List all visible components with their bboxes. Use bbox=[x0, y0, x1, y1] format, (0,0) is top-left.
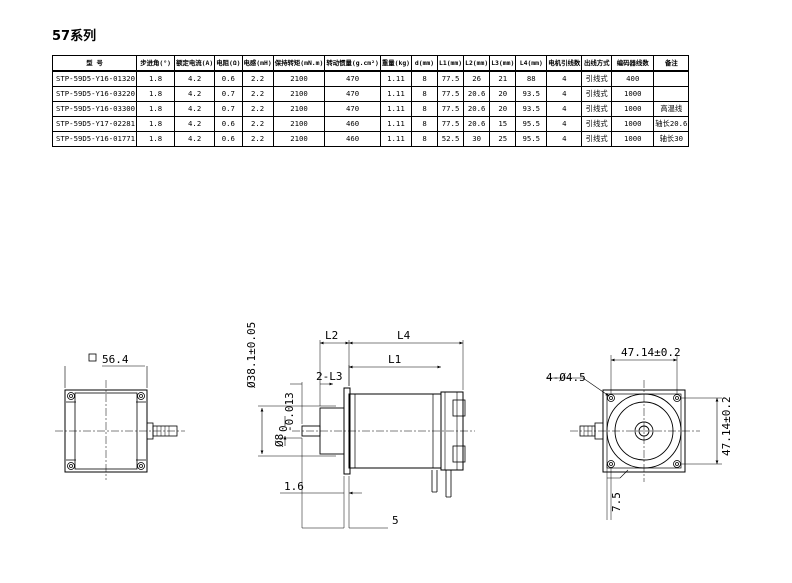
dim-l1: L1 bbox=[388, 353, 401, 366]
table-cell: 95.5 bbox=[515, 116, 548, 132]
motor-cables bbox=[431, 470, 452, 498]
dim-hole-spacing-v: 47.14±0.2 bbox=[720, 396, 733, 456]
table-cell: 1.11 bbox=[379, 131, 413, 147]
table-cell: 52.5 bbox=[437, 131, 465, 147]
dim-shaft-tol-upper: 0 bbox=[277, 425, 290, 432]
dim-l2: L2 bbox=[325, 329, 338, 342]
dim-square-56-4: 56.4 bbox=[102, 353, 129, 366]
spec-table: 型 号 步进角(°) 额定电流(A) 电阻(Ω) 电感(mH) 保持转矩(mN.… bbox=[51, 55, 690, 147]
series-title: 57系列 bbox=[52, 29, 97, 44]
dim-hole-spacing-h: 47.14±0.2 bbox=[621, 346, 681, 359]
corner-holes bbox=[66, 392, 146, 470]
table-cell: 0.6 bbox=[214, 70, 243, 87]
table-cell: 15 bbox=[489, 116, 517, 132]
table-cell: 2100 bbox=[272, 131, 326, 147]
square-symbol bbox=[88, 353, 97, 362]
dim-five: 5 bbox=[392, 514, 399, 527]
side-view bbox=[258, 340, 475, 529]
dim-l4: L4 bbox=[397, 329, 411, 342]
table-cell-model: STP-59D5-Y16-01771 bbox=[51, 131, 138, 147]
table-cell: 高温线 bbox=[653, 101, 690, 117]
table-cell: 2.2 bbox=[241, 131, 274, 147]
rear-tab-bottom bbox=[452, 445, 466, 463]
motor-body-square bbox=[64, 389, 148, 473]
dim-seven: 7.5 bbox=[610, 492, 623, 512]
leader-holes bbox=[546, 377, 610, 397]
col-header: 型 号 bbox=[51, 55, 138, 72]
back-view bbox=[55, 353, 185, 480]
table-cell: 4.2 bbox=[174, 131, 216, 147]
dim-flange-thk: 1.6 bbox=[284, 480, 304, 493]
dim-flange-dia: Ø38.1±0.05 bbox=[245, 322, 258, 388]
table-cell: 25 bbox=[489, 131, 517, 147]
table-cell: 95.5 bbox=[515, 131, 548, 147]
dim-shaft-tol-lower: -0.013 bbox=[283, 392, 296, 432]
rear-tab-top bbox=[452, 399, 466, 417]
dim-holes: 4-Ø4.5 bbox=[546, 371, 586, 384]
dim-l3: 2-L3 bbox=[316, 370, 343, 383]
table-cell: 0.6 bbox=[214, 131, 243, 147]
mounting-holes bbox=[607, 394, 681, 468]
table-cell: 轴长30 bbox=[653, 131, 690, 147]
dim-shaft-dia: Ø8 bbox=[273, 434, 286, 447]
table-cell: 2.2 bbox=[241, 70, 274, 87]
front-view bbox=[546, 355, 722, 520]
dim-line-seven bbox=[607, 469, 629, 479]
